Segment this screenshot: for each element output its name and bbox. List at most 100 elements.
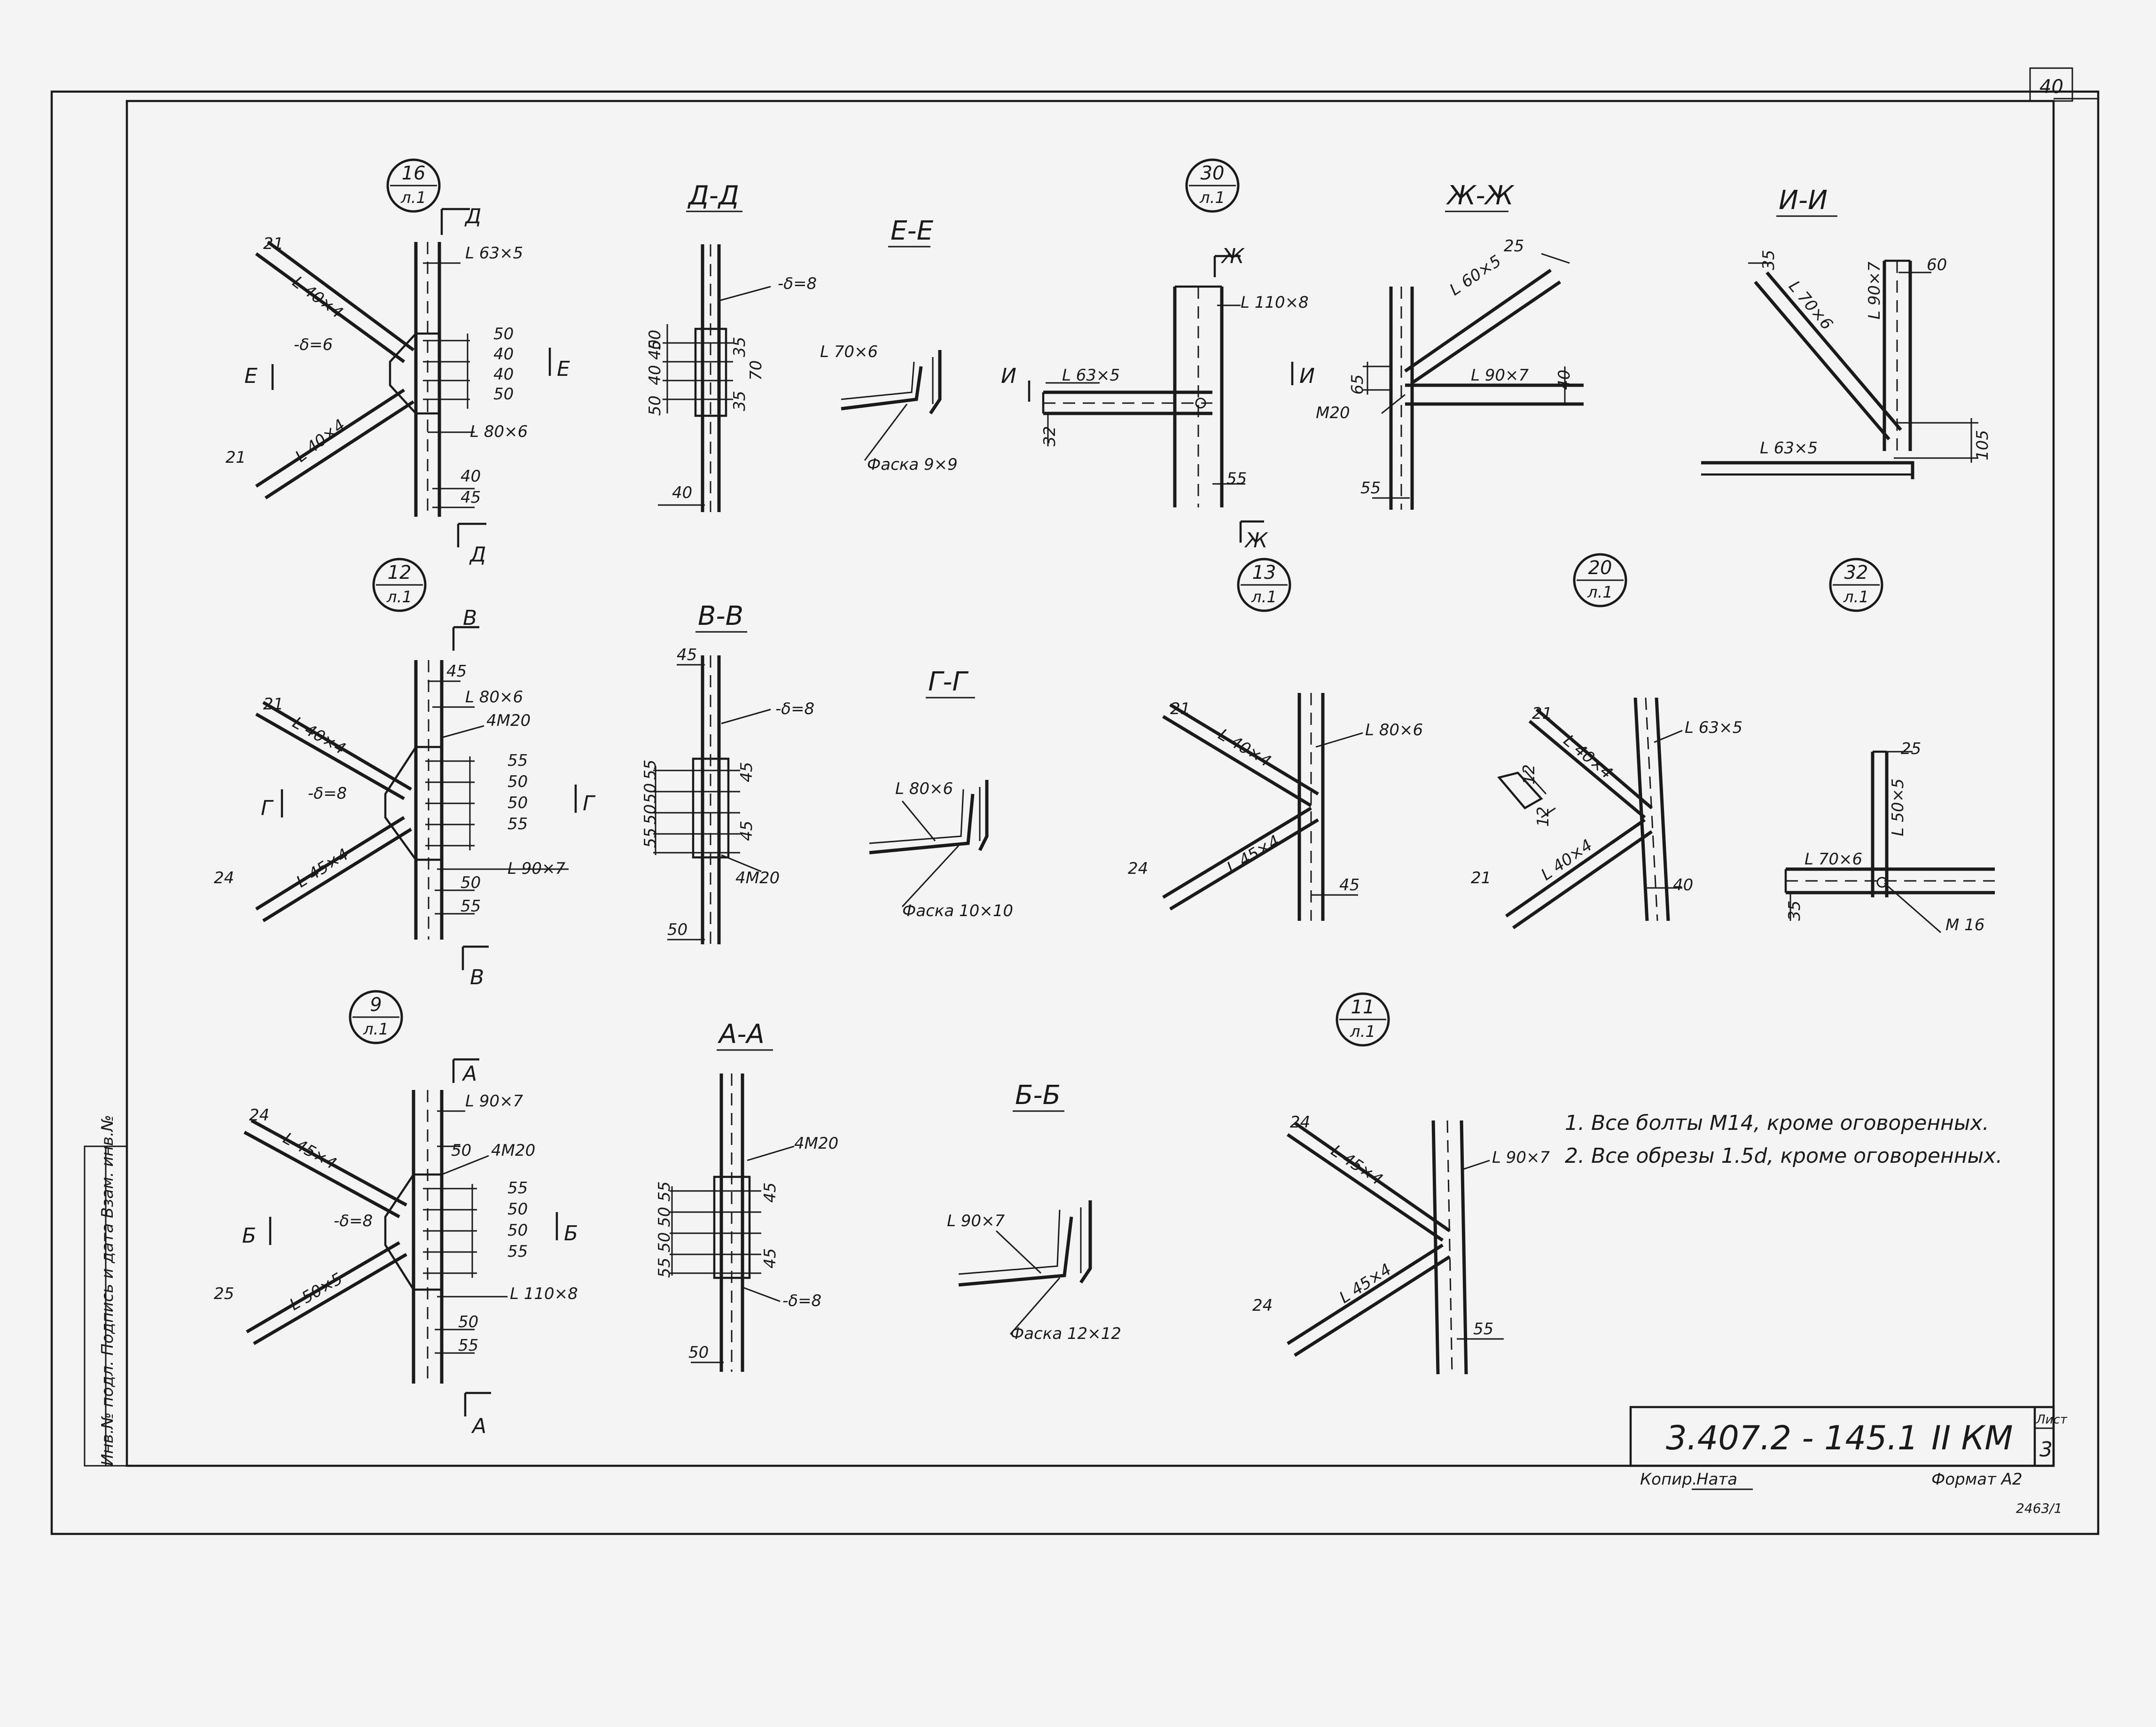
node12-d4: 50 [461,873,481,892]
section-aa: А-А 4M20 55 50 50 55 45 45 -δ=8 50 [655,1019,838,1372]
callout-16-num: 16 [402,163,426,184]
stamp-format: Формат А2 [1931,1470,2023,1489]
node9-pitch-4: 55 [508,1242,528,1261]
aa-bolts: 4M20 [794,1134,838,1153]
node13-col: L 80×6 [1365,721,1423,739]
callout-30-sheet: л.1 [1199,188,1225,207]
callout-20-num: 20 [1588,557,1612,579]
node32-post: L 50×5 [1889,778,1907,836]
stamp-copied-label: Копир. [1640,1470,1697,1489]
vv-plate: -δ=8 [775,700,814,718]
general-notes: 1. Все болты М14, кроме оговоренных. 2. … [1565,1111,2002,1168]
vv-right-1: 45 [737,762,756,782]
cut-i-right: И [1299,364,1315,388]
node9-pitch-2: 50 [508,1200,528,1219]
cut-a-top: А [461,1062,477,1086]
section-ee: Е-Е L 70×6 Фаска 9×9 [820,216,958,474]
node9-col-bot: L 110×8 [510,1284,578,1303]
section-vv-title: В-В [698,601,743,631]
node13-d2: 24 [1128,859,1148,878]
cut-zh-top: Ж [1220,244,1245,268]
node20-d5: 40 [1673,876,1693,895]
callout-13: 13 л.1 [1237,558,1291,612]
aa-right-2: 45 [761,1248,780,1268]
node12-bolts: 4M20 [486,711,531,730]
node30-col: L 110×8 [1241,293,1309,312]
bb-chamfer: Фаска 12×12 [1010,1324,1121,1343]
dd-left-3: 50 [646,396,664,416]
callout-9: 9 л.1 [349,990,403,1044]
vv-left-4: 55 [641,828,660,848]
vv-right-2: 45 [737,821,756,841]
node12-col-top: L 80×6 [465,688,523,707]
stamp-code: 3.407.2 - 145.1 [1666,1419,1918,1457]
node30-beam: L 63×5 [1062,366,1120,385]
node20-col: L 63×5 [1685,718,1742,737]
callout-13-sheet: л.1 [1251,588,1277,607]
node16-d1: 21 [263,234,283,253]
ee-chamfer: Фаска 9×9 [867,455,958,474]
node30-d1: 32 [1040,426,1059,446]
vv-bottom: 50 [667,920,687,939]
bb-angle: L 90×7 [947,1212,1005,1230]
vv-left-2: 50 [641,783,660,803]
node12-pitch-3: 50 [508,793,528,812]
node12-d1: 21 [263,695,283,714]
node16-plate: -δ=6 [294,335,333,354]
node16-col-bot: L 80×6 [470,422,528,441]
cut-v-bot: В [470,965,484,989]
section-dd-title: Д-Д [687,180,739,211]
node12-pitch-2: 50 [508,772,528,791]
zhzh-d4: 55 [1360,479,1381,498]
node20-d4: 12 [1534,807,1553,827]
node32-bolt: M 16 [1945,916,1984,934]
node16-pitch-4: 50 [493,385,514,404]
vv-bolts: 4M20 [735,869,780,887]
section-gg-title: Г-Г [928,667,969,697]
section-bb: Б-Б L 90×7 Фаска 12×12 [947,1080,1121,1343]
node12-d3: 45 [446,662,467,681]
aa-bottom: 50 [688,1343,709,1362]
node20-d1: 21 [1532,704,1552,723]
node16-d3: 40 [461,467,481,486]
callout-11-num: 11 [1351,996,1375,1018]
gg-angle: L 80×6 [895,779,953,798]
node32-d2: 35 [1785,901,1804,921]
zhzh-d2: 40 [1555,370,1574,390]
node9-d2: 25 [214,1284,234,1303]
node32-beam: L 70×6 [1804,850,1862,869]
callout-12-num: 12 [388,562,412,583]
node16-d4: 45 [461,488,481,507]
gg-chamfer: Фаска 10×10 [902,902,1013,920]
section-vv: В-В 45 -δ=8 55 50 50 55 45 45 4M20 50 [641,601,814,944]
node16-d2: 21 [226,448,246,467]
callout-9-sheet: л.1 [363,1020,389,1039]
node-30: Ж Ж И И L 110×8 L 63×5 32 55 [1001,244,1315,552]
callout-32-num: 32 [1844,562,1868,583]
section-ii-title: И-И [1779,185,1828,216]
cut-a-bot: А [471,1414,486,1438]
cut-b-right: Б [564,1221,578,1245]
stamp-sheet-num: 3 [2039,1438,2053,1462]
sheet-frame: 40 [50,67,2100,1535]
cut-g-left: Г [261,796,274,820]
note-2: 2. Все обрезы 1.5d, кроме оговоренных. [1565,1144,2002,1168]
callout-12: 12 л.1 [372,558,427,612]
callout-32-sheet: л.1 [1843,588,1869,607]
section-bb-title: Б-Б [1015,1080,1061,1111]
outer-frame [50,90,2100,1535]
zhzh-bolt: M20 [1316,404,1350,422]
cut-d-bot: Д [469,543,486,567]
dd-bottom: 40 [672,483,692,502]
inner-frame [125,100,2055,1467]
callout-16-sheet: л.1 [400,188,426,207]
node12-plate: -δ=8 [308,784,347,803]
title-block: 3.407.2 - 145.1 II КМ Лист 3 Копир. Ната… [1629,1406,2068,1516]
node9-d3: 50 [451,1141,471,1160]
node12-pitch-4: 55 [508,815,528,833]
note-1: 1. Все болты М14, кроме оговоренных. [1565,1111,1989,1135]
aa-plate: -δ=8 [782,1291,821,1310]
aa-left: 55 50 50 55 [655,1182,674,1278]
section-gg: Г-Г L 80×6 Фаска 10×10 [869,667,1013,920]
